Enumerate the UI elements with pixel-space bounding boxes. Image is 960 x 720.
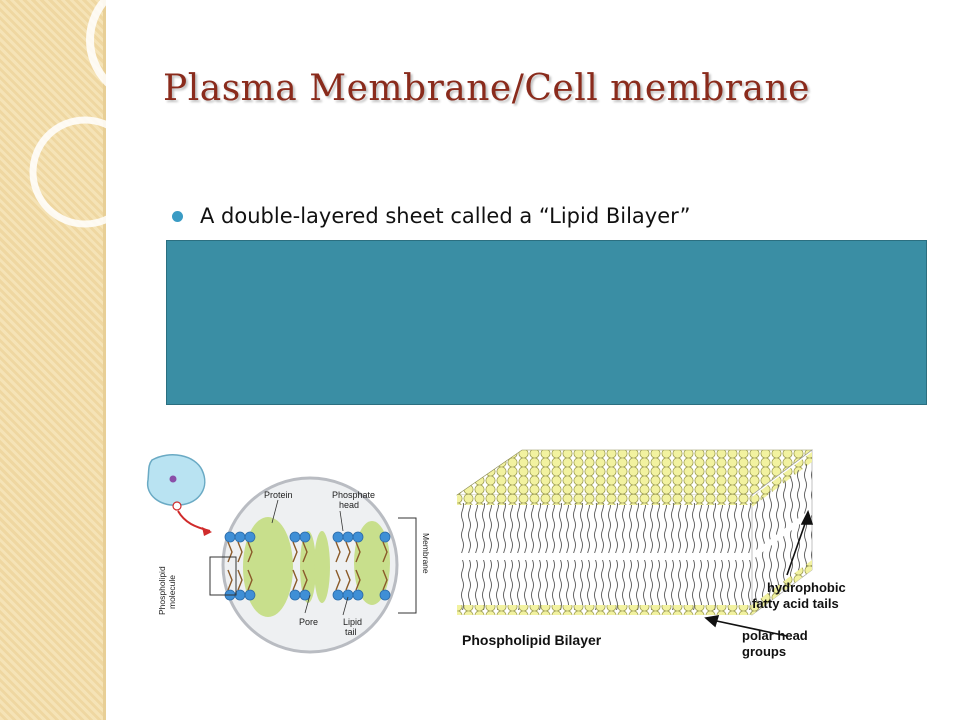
phospholipid-bracket bbox=[209, 556, 237, 596]
label-membrane: Membrane bbox=[421, 533, 431, 574]
label-phospholipid-1: Phospholipid bbox=[157, 566, 167, 615]
zoom-arrow bbox=[177, 510, 211, 532]
membrane-closeup-diagram: Protein Phosphate head Pore Lipid tail P… bbox=[146, 454, 431, 654]
label-lipid-tail-1: Lipid bbox=[343, 617, 362, 627]
phospholipid-rows bbox=[224, 531, 391, 601]
label-phosphate-head-1: Phosphate bbox=[332, 490, 375, 500]
label-protein: Protein bbox=[264, 490, 293, 500]
bilayer-title: Phospholipid Bilayer bbox=[462, 632, 602, 648]
slide-title: Plasma Membrane/Cell membrane bbox=[163, 68, 810, 109]
bullet-text: A double-layered sheet called a “Lipid B… bbox=[200, 204, 691, 228]
zoom-marker bbox=[172, 501, 182, 511]
bullet-dot-icon bbox=[172, 210, 183, 222]
label-polar-head: polar head bbox=[742, 628, 808, 643]
protein-shape bbox=[243, 517, 293, 617]
bilayer-top-surface bbox=[456, 449, 813, 496]
label-lipid-tail-2: tail bbox=[345, 627, 357, 637]
bullet-item: A double-layered sheet called a “Lipid B… bbox=[172, 204, 691, 228]
teal-content-box bbox=[166, 240, 927, 405]
phospholipid-bilayer-diagram: hydrophobic fatty acid tails Phospholipi… bbox=[456, 449, 846, 659]
decorative-circles bbox=[29, 0, 160, 228]
membrane-bracket bbox=[398, 517, 417, 614]
label-phosphate-head-2: head bbox=[339, 500, 359, 510]
label-pore: Pore bbox=[299, 617, 318, 627]
label-fatty-acid-tails: fatty acid tails bbox=[752, 596, 839, 611]
nucleus-dot bbox=[169, 475, 177, 483]
label-hydrophobic: hydrophobic bbox=[767, 580, 846, 595]
label-groups: groups bbox=[742, 644, 786, 659]
label-phospholipid-2: molecule bbox=[167, 575, 177, 609]
